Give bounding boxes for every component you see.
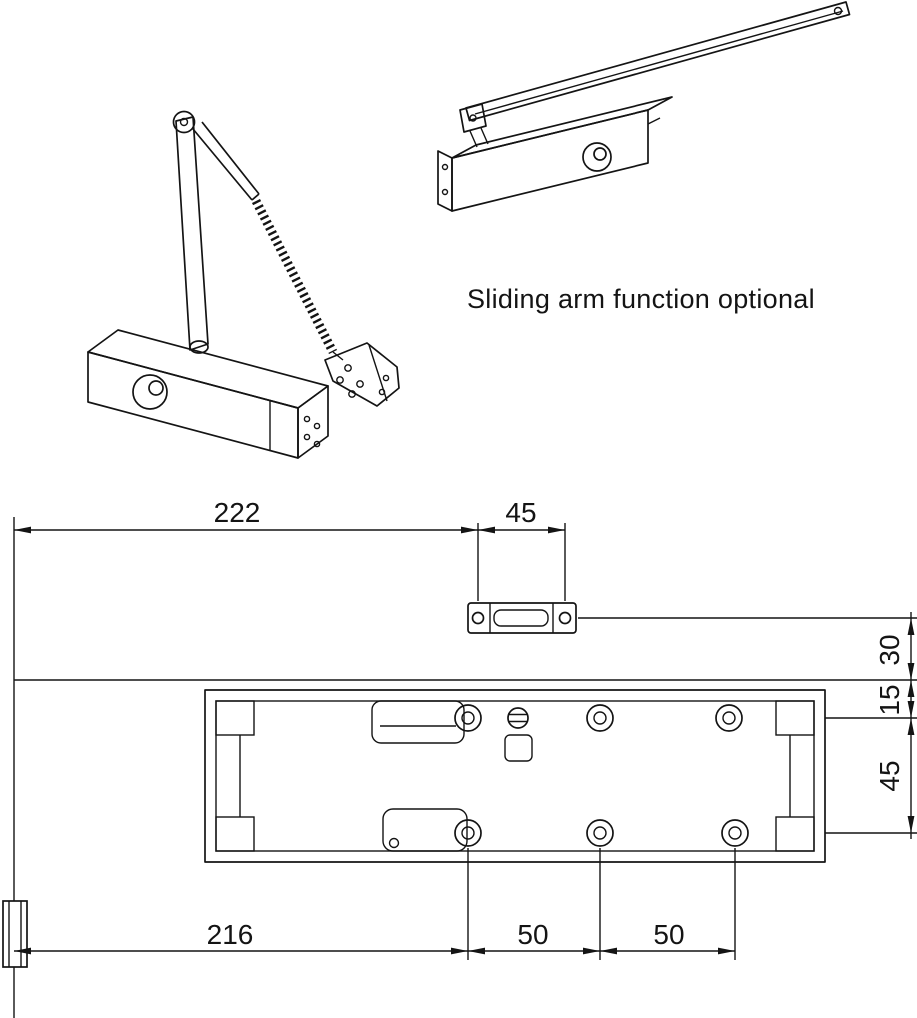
elbow-pivot-pin (179, 117, 189, 127)
valve-block (371, 700, 465, 744)
main-arm (175, 116, 209, 351)
arm-shoe (324, 342, 400, 407)
body-outline (204, 689, 826, 863)
threaded-rod (251, 198, 338, 355)
plan-view-drawing: 222 45 30 15 45 216 50 50 (2, 497, 917, 1018)
standard-arm-closer-illustration (87, 110, 400, 459)
body-inner-wall (215, 700, 815, 852)
body-end-cap (437, 150, 453, 212)
dim-label-222: 222 (214, 497, 261, 528)
closer-body-plan (204, 689, 826, 863)
pinion-knob (132, 374, 168, 410)
adjustment-screw (507, 707, 529, 729)
dim-label-50-b: 50 (653, 919, 684, 950)
body-end-face (297, 385, 329, 459)
dim-label-45-right: 45 (874, 760, 905, 791)
mounting-holes-bottom-row (454, 819, 749, 847)
mounting-holes-top-row (454, 704, 743, 732)
slide-bracket-screw (469, 114, 477, 122)
pinion-knob (582, 142, 612, 172)
end-cap-screws (303, 415, 321, 448)
plate-hole-right (558, 611, 572, 625)
screw-slot-detail (504, 734, 533, 762)
body-front-face (451, 109, 649, 212)
dimension-bottom: 216 50 50 (14, 919, 735, 955)
dim-label-15: 15 (874, 684, 905, 715)
dim-label-30: 30 (874, 634, 905, 665)
door-edge-detail (2, 900, 28, 968)
lower-block (382, 808, 468, 852)
slide-rail-bracket (459, 103, 487, 133)
dimension-right: 30 15 45 (874, 612, 915, 839)
arm-shoe-holes (336, 364, 390, 398)
elbow-pivot (172, 110, 196, 134)
slide-rail-end-screw (833, 6, 843, 16)
pinion-knob-cap (593, 147, 607, 161)
dim-label-50-a: 50 (517, 919, 548, 950)
body-front-face (87, 351, 299, 459)
slide-rail (465, 1, 851, 122)
drop-plate (467, 602, 577, 634)
end-cap-screws (441, 163, 449, 196)
body-top-face (451, 96, 673, 159)
plate-hole-left (471, 611, 485, 625)
dim-label-45-top: 45 (505, 497, 536, 528)
slide-rail-slot (474, 10, 844, 115)
reference-lines (13, 517, 917, 1018)
fore-arm-link (192, 121, 260, 201)
pinion-knob-cap (148, 380, 164, 396)
slide-arm-closer-illustration (437, 1, 851, 212)
caption: Sliding arm function optional (467, 284, 815, 314)
dim-label-216: 216 (207, 919, 254, 950)
dimension-top: 222 45 (14, 497, 565, 534)
